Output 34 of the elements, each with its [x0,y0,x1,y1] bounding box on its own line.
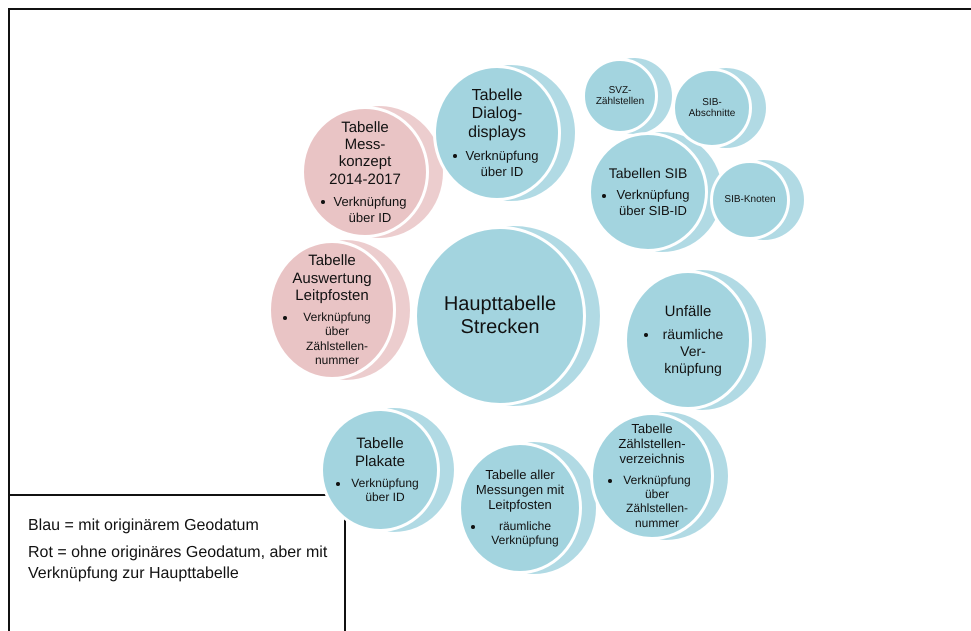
node-title: SVZ-Zählstellen [594,84,646,108]
circle-node [672,68,752,148]
bullet-text: Verknüpfung über ID [321,194,409,226]
circle-node [320,408,440,532]
node-title: Tabelle Zählstellen-verzeichnis [617,422,687,467]
node-title: Tabelle Plakate [354,435,406,470]
bullet-text: räumliche Verknüpfung [471,519,569,548]
circle-node [588,132,708,252]
bullet-text: Verknüpfung über ID [453,148,541,180]
circle-node [582,58,658,134]
circle-node [710,160,790,240]
bullet-text: Verknüpfung über Zählstellen-nummer [608,472,696,530]
circle-node [433,65,561,201]
node-title: Tabellen SIB [608,165,688,182]
circle-node [624,270,752,410]
circle-node [590,412,714,540]
node-title: Tabelle Auswertung Leitpfosten [291,252,373,304]
circle-node [268,240,396,380]
circle-node [414,226,586,406]
circle-node [301,106,429,238]
legend-text: Blau = mit originärem Geodatum [28,516,260,536]
node-title: Tabelle aller Messungen mit Leitpfosten [474,468,566,514]
node-title: Unfälle [664,303,712,320]
bullet-text: Verknüpfung über Zählstellen-nummer [283,310,381,368]
node-title: SIB-Knoten [724,194,776,206]
bullet-text: Verknüpfung über ID [336,476,424,505]
circle-node [458,442,582,574]
node-title: Haupttabelle Strecken [442,293,558,339]
node-title: Tabelle Dialog-displays [467,86,527,142]
bullet-text: Verknüpfung über SIB-ID [602,187,694,219]
node-title: Tabelle Mess-konzept 2014-2017 [328,118,402,188]
node-title: SIB-Abschnitte [688,96,736,120]
legend-text: Rot = ohne originäres Geodatum, aber mit Verknüpfung zur Haupttabelle [28,542,328,584]
bullet-text: räumliche Ver-knüpfung [644,326,732,377]
